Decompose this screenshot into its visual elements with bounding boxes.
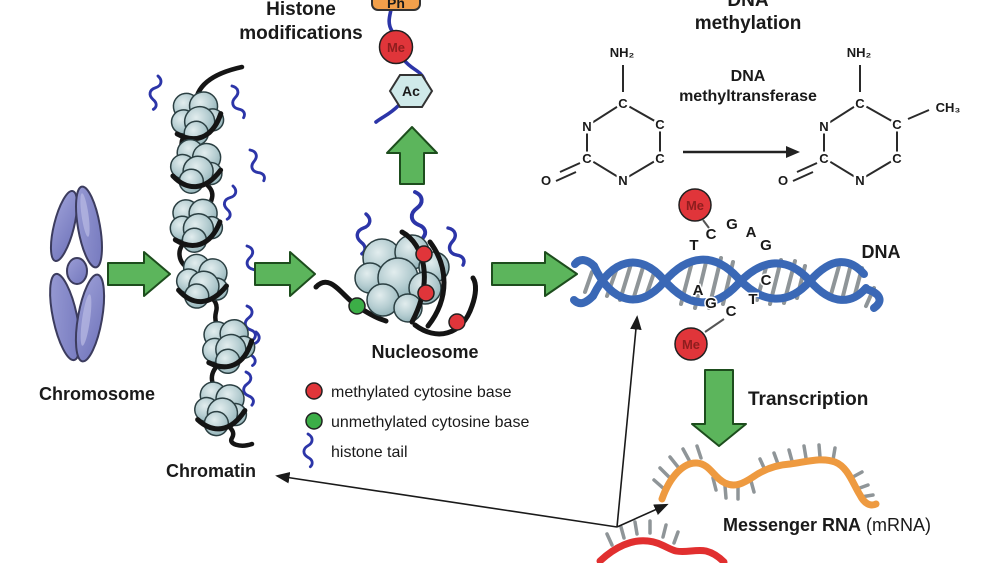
mrna-label: Messenger RNA (mRNA) [723, 515, 931, 535]
phosphorylation-tag [371, 0, 421, 11]
mrna-label-suffix: (mRNA) [861, 515, 931, 535]
methyl-tag [378, 29, 414, 65]
atom-label: N [855, 173, 864, 188]
methyl-group-on-dna-top: Me [678, 188, 712, 229]
atom-label: C [582, 151, 592, 166]
arrow-nucleosome-to-dna [491, 251, 578, 297]
methyl-badge-label: Me [686, 198, 704, 213]
amine-group-label: NH₂ [610, 45, 635, 60]
arrow-nucleosome-to-histone-modifications [386, 126, 438, 185]
nucleosome-figure [313, 189, 478, 337]
feedback-arrow-to-chromatin [275, 472, 618, 528]
atom-label: C [892, 117, 902, 132]
atom-label: C [618, 96, 628, 111]
arrow-chromatin-to-nucleosome [254, 251, 316, 297]
histone-modification-chain: Ph Me Ac [371, 0, 434, 124]
feedback-arrow-to-dna [616, 315, 642, 528]
histone-modifications-title-line2: modifications [239, 23, 363, 44]
methyltransferase-reaction: DNA methyltransferase [679, 68, 817, 158]
chromosome-label: Chromosome [39, 384, 155, 404]
atom-label: C [655, 117, 665, 132]
methyl-group-label: CH₃ [936, 100, 961, 115]
dna-label: DNA [862, 242, 901, 262]
unmethylated-cytosine-dot [348, 297, 366, 315]
dna-base-letter: C [761, 272, 772, 289]
acetylation-tag [388, 74, 434, 108]
enzyme-label-line2: methyltransferase [679, 88, 817, 105]
rna-strand-partial [596, 519, 728, 563]
atom-label: C [892, 151, 902, 166]
phosphorylation-tag-label: Ph [387, 0, 405, 11]
reaction-arrowhead [786, 146, 800, 158]
methyl-tag-label: Me [387, 40, 405, 55]
dna-base-letter: G [760, 237, 772, 254]
methyl-badge [674, 327, 708, 361]
atom-label: C [819, 151, 829, 166]
methyl-group-on-dna-bottom: Me [674, 318, 725, 361]
legend-item-unmethylated: unmethylated cytosine base [305, 412, 529, 431]
feedback-arrows [275, 315, 669, 528]
nucleosome-label: Nucleosome [371, 342, 478, 362]
atom-label: O [541, 173, 551, 188]
dna-methylation-title-line2: methylation [695, 13, 802, 34]
mrna-curve [658, 456, 880, 509]
rna-ticks [605, 519, 680, 547]
legend: methylated cytosine base unmethylated cy… [302, 382, 529, 469]
dna-base-letter: C [706, 226, 717, 243]
dna-bases-top: T C G A G [688, 215, 773, 256]
chromatin-figure [145, 64, 267, 448]
atom-label: O [778, 173, 788, 188]
chromatin-label: Chromatin [166, 461, 256, 481]
methylated-dot-icon [305, 382, 323, 400]
dna-base-letter: C [726, 303, 737, 320]
atom-label: N [618, 173, 627, 188]
dna-base-letter: T [689, 237, 698, 254]
legend-item-methylated: methylated cytosine base [305, 382, 512, 401]
atom-label: N [819, 119, 828, 134]
legend-label: methylated cytosine base [331, 384, 512, 401]
dna-base-letter: G [705, 295, 717, 312]
mrna-strand [652, 443, 880, 509]
chromosome-figure [49, 185, 106, 363]
dna-base-letter: A [693, 282, 704, 299]
feedback-arrow-to-mrna [616, 503, 669, 528]
cytosine-structure-unmethylated: NH₂ C C C N C N O [538, 43, 667, 191]
atom-label: N [582, 119, 591, 134]
rna-curve [596, 537, 728, 563]
methylated-cytosine-dot [417, 284, 435, 302]
transcription-label: Transcription [748, 389, 868, 410]
dna-helix-figure [570, 255, 884, 312]
legend-item-histone-tail: histone tail [302, 432, 408, 469]
atom-label: C [655, 151, 665, 166]
methylated-cytosine-dot [415, 245, 433, 263]
methyl-badge-label: Me [682, 337, 700, 352]
legend-label: histone tail [331, 444, 408, 461]
enzyme-label-line1: DNA [731, 68, 766, 85]
legend-label: unmethylated cytosine base [331, 414, 529, 431]
acetylation-tag-label: Ac [402, 83, 420, 99]
dna-base-letter: A [746, 224, 757, 241]
cytosine-structure-methylated: NH₂ C C C N C N O CH₃ [775, 43, 962, 191]
methylated-cytosine-dot [448, 313, 466, 331]
histone-modifications-title-line1: Histone [266, 0, 336, 20]
unmethylated-dot-icon [305, 412, 323, 430]
dna-base-letter: T [748, 291, 757, 308]
amine-group-label: NH₂ [847, 45, 872, 60]
methyl-badge [678, 188, 712, 222]
transcription-arrow [691, 369, 747, 447]
mrna-label-bold: Messenger RNA [723, 515, 861, 535]
dna-base-letter: G [726, 216, 738, 233]
arrow-chromosome-to-chromatin [107, 251, 171, 297]
atom-label: C [855, 96, 865, 111]
dna-bases-bottom: A G C T C [691, 271, 773, 322]
dna-methylation-title-line1: DNA [727, 0, 768, 11]
